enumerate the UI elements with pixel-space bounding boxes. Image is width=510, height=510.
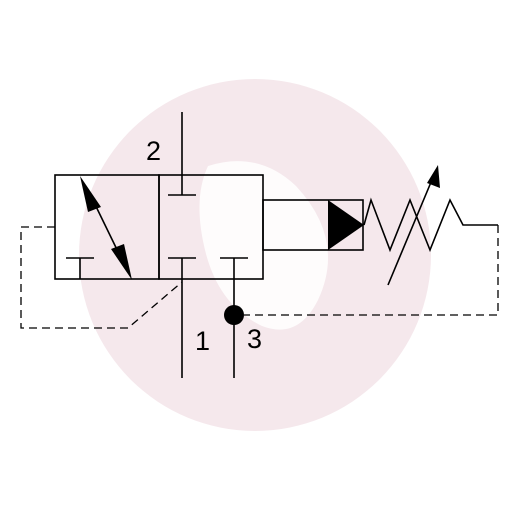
drain-line-right <box>244 225 499 316</box>
watermark-logo <box>79 79 431 431</box>
port-label-1: 1 <box>195 326 210 356</box>
arrowhead-down <box>111 244 132 280</box>
adjustment-arrowhead-icon <box>427 165 440 188</box>
port-label-2: 2 <box>146 136 161 166</box>
junction-dot <box>224 305 244 325</box>
direction-triangle-icon <box>328 200 364 250</box>
adjustable-spring <box>363 174 498 286</box>
pilot-lines <box>20 225 499 329</box>
arrowhead-up <box>80 176 101 212</box>
actuator <box>262 199 364 251</box>
pilot-line-left <box>20 226 183 329</box>
port-lines <box>181 112 235 378</box>
right-envelope-symbols <box>168 175 248 279</box>
spring-zigzag-icon <box>363 197 498 253</box>
port-label-3: 3 <box>247 324 262 354</box>
adjustment-arrow-shaft <box>387 174 435 286</box>
double-arrow-icon <box>80 176 132 280</box>
